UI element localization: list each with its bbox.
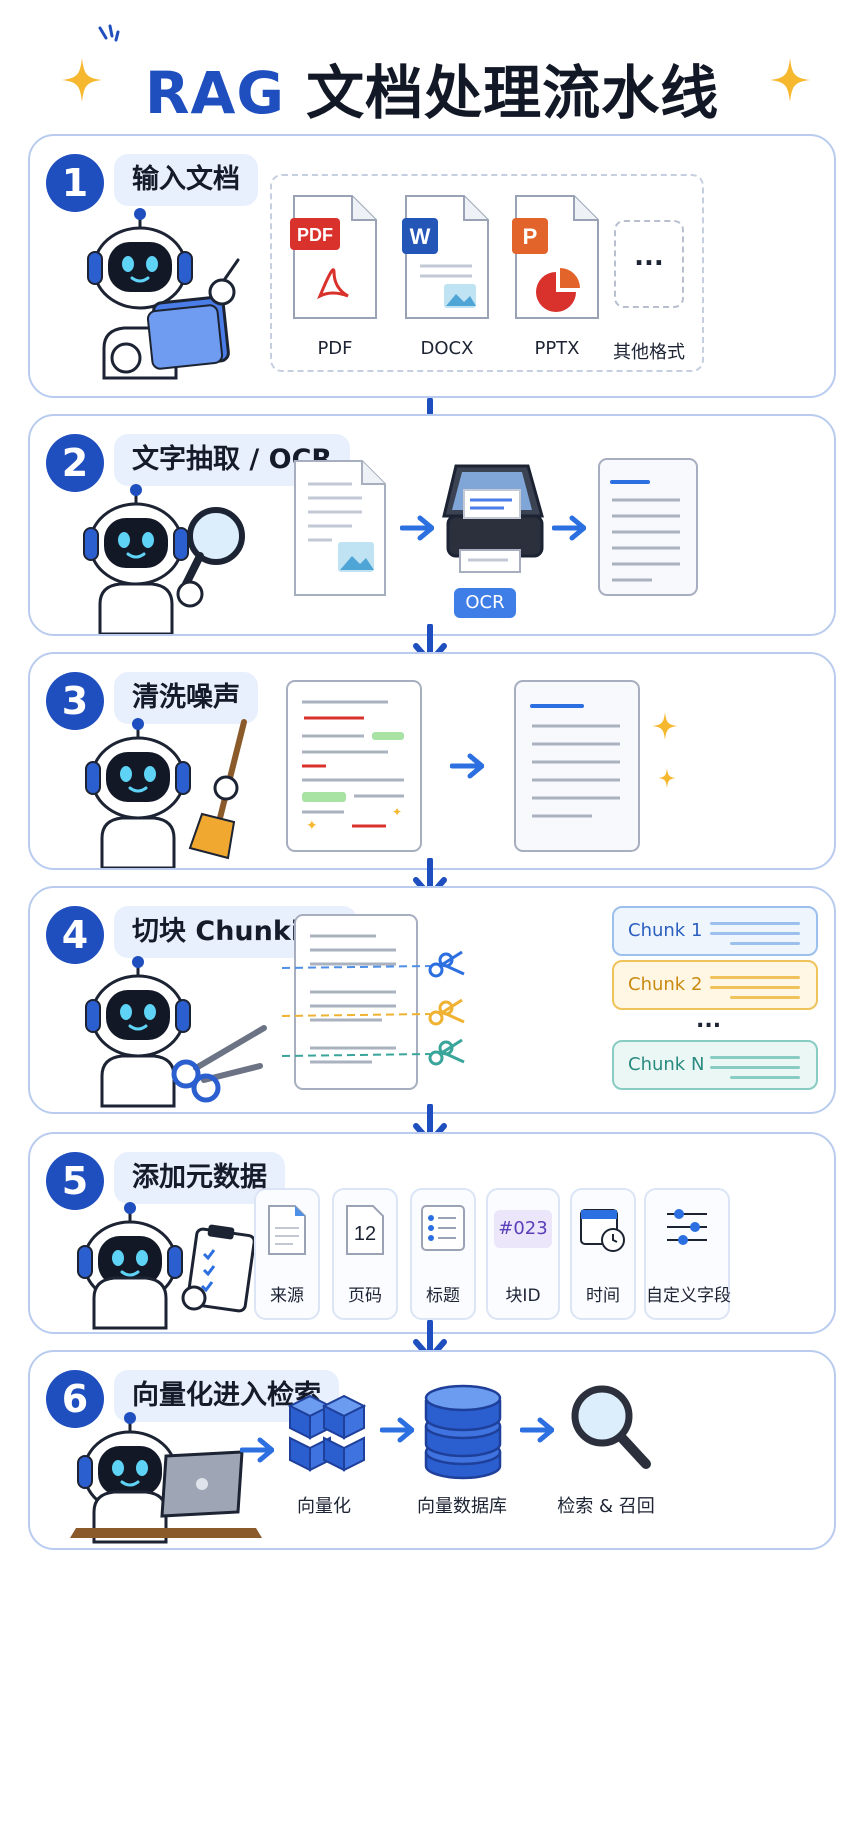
stage-number: 4 xyxy=(46,906,104,964)
meta-source: 来源 xyxy=(254,1188,320,1320)
right-arrow-icon xyxy=(520,1416,554,1444)
chunk-1: Chunk 1 xyxy=(612,906,818,956)
search-icon xyxy=(571,1385,651,1469)
title-main: 文档处理流水线 xyxy=(306,59,720,127)
meta-label: 时间 xyxy=(586,1286,620,1306)
list-icon xyxy=(421,1205,465,1251)
stage-title: 添加元数据 xyxy=(114,1152,285,1204)
meta-label: 块ID xyxy=(505,1286,541,1306)
sparkle-icon xyxy=(652,712,678,740)
robot-magnifier-icon xyxy=(82,484,245,634)
clean-document-icon xyxy=(514,680,640,852)
stage-clean-noise: 3 清洗噪声 ✦ ✦ xyxy=(28,652,836,870)
word-badge: W xyxy=(410,224,431,249)
stage-number: 2 xyxy=(46,434,104,492)
step-label-vector-db: 向量数据库 xyxy=(417,1496,507,1517)
format-label-other: 其他格式 xyxy=(613,342,685,363)
word-file-icon: W xyxy=(402,195,489,319)
database-icon xyxy=(424,1384,502,1480)
stage-title: 清洗噪声 xyxy=(114,672,258,724)
chunk-ellipsis: ... xyxy=(696,1008,722,1033)
step-label-retrieve: 检索 & 召回 xyxy=(557,1496,655,1517)
meta-label: 来源 xyxy=(270,1286,304,1306)
ppt-badge: P xyxy=(523,224,538,249)
ellipsis: ... xyxy=(634,242,664,272)
robot-broom-icon xyxy=(84,718,247,868)
chunk-n: Chunk N xyxy=(612,1040,818,1090)
document-icon xyxy=(268,1205,306,1255)
meta-chunk-id: #023 块ID xyxy=(486,1188,560,1320)
meta-label: 自定义字段 xyxy=(646,1286,731,1306)
right-arrow-icon xyxy=(552,514,586,542)
scanner-icon xyxy=(442,464,544,573)
stage-input-documents: 1 输入文档 PDF PDF W DOCX P PP xyxy=(28,134,836,398)
sparkle-icon xyxy=(770,58,810,102)
robot-laptop-icon xyxy=(70,1412,262,1544)
sparkle-icon xyxy=(62,58,102,102)
powerpoint-file-icon: P xyxy=(512,195,599,319)
stage-number: 1 xyxy=(46,154,104,212)
right-arrow-icon xyxy=(240,1436,274,1464)
robot-folder-icon xyxy=(86,208,240,380)
stage-number: 3 xyxy=(46,672,104,730)
stage-chunking: 4 切块 Chunking Chunk 1 Chunk 2 ... xyxy=(28,886,836,1114)
spark-lines-icon xyxy=(98,24,120,42)
stage-number: 5 xyxy=(46,1152,104,1210)
stage-title: 输入文档 xyxy=(114,154,258,206)
format-label-pdf: PDF xyxy=(317,338,353,359)
right-arrow-icon xyxy=(450,752,484,780)
noisy-document-icon: ✦ ✦ xyxy=(286,680,422,852)
chunk-label: Chunk 2 xyxy=(628,974,703,995)
meta-label: 标题 xyxy=(426,1286,460,1306)
meta-time: 时间 xyxy=(570,1188,636,1320)
chunk-label: Chunk N xyxy=(628,1054,705,1075)
format-label-docx: DOCX xyxy=(420,338,474,359)
svg-text:✦: ✦ xyxy=(306,818,318,834)
meta-page: 12 页码 xyxy=(332,1188,398,1320)
step-label-vectorize: 向量化 xyxy=(297,1496,351,1517)
page-title: RAG 文档处理流水线 xyxy=(0,46,864,130)
stage-text-extraction: 2 文字抽取 / OCR OCR xyxy=(28,414,836,636)
pdf-badge: PDF xyxy=(297,225,333,245)
robot-clipboard-icon xyxy=(76,1202,256,1330)
ocr-badge: OCR xyxy=(454,588,516,618)
calendar-clock-icon xyxy=(580,1209,625,1252)
right-arrow-icon xyxy=(400,514,434,542)
scanned-document-icon xyxy=(294,460,386,596)
title-rag: RAG xyxy=(144,59,285,127)
stage-vectorize-retrieve: 6 向量化进入检索 向量化 向量数据库 检索 & 召回 xyxy=(28,1350,836,1550)
cut-lines-icon xyxy=(281,950,465,1066)
svg-text:✦: ✦ xyxy=(392,805,402,819)
sliders-icon xyxy=(667,1209,707,1245)
robot-scissors-icon xyxy=(84,956,267,1108)
pdf-file-icon: PDF xyxy=(290,195,377,319)
other-format-icon: ... xyxy=(614,220,684,308)
document-to-chunk-icon xyxy=(294,914,418,1090)
stage-add-metadata: 5 添加元数据 来源 12 页码 标题 #023 块ID 时间 自定义字段 xyxy=(28,1132,836,1334)
chunk-id-badge: #023 xyxy=(494,1210,552,1248)
text-document-icon xyxy=(598,458,698,596)
page-number-text: 12 xyxy=(354,1223,376,1245)
meta-title: 标题 xyxy=(410,1188,476,1320)
vector-cubes-icon xyxy=(287,1394,367,1472)
page-number-icon: 12 xyxy=(346,1205,384,1255)
format-label-pptx: PPTX xyxy=(534,338,580,359)
chunk-label: Chunk 1 xyxy=(628,920,703,941)
right-arrow-icon xyxy=(380,1416,414,1444)
sparkle-icon xyxy=(658,768,676,788)
meta-label: 页码 xyxy=(348,1286,382,1306)
meta-custom-field: 自定义字段 xyxy=(644,1188,731,1320)
chunk-2: Chunk 2 xyxy=(612,960,818,1010)
stage-number: 6 xyxy=(46,1370,104,1428)
format-panel xyxy=(270,174,704,372)
